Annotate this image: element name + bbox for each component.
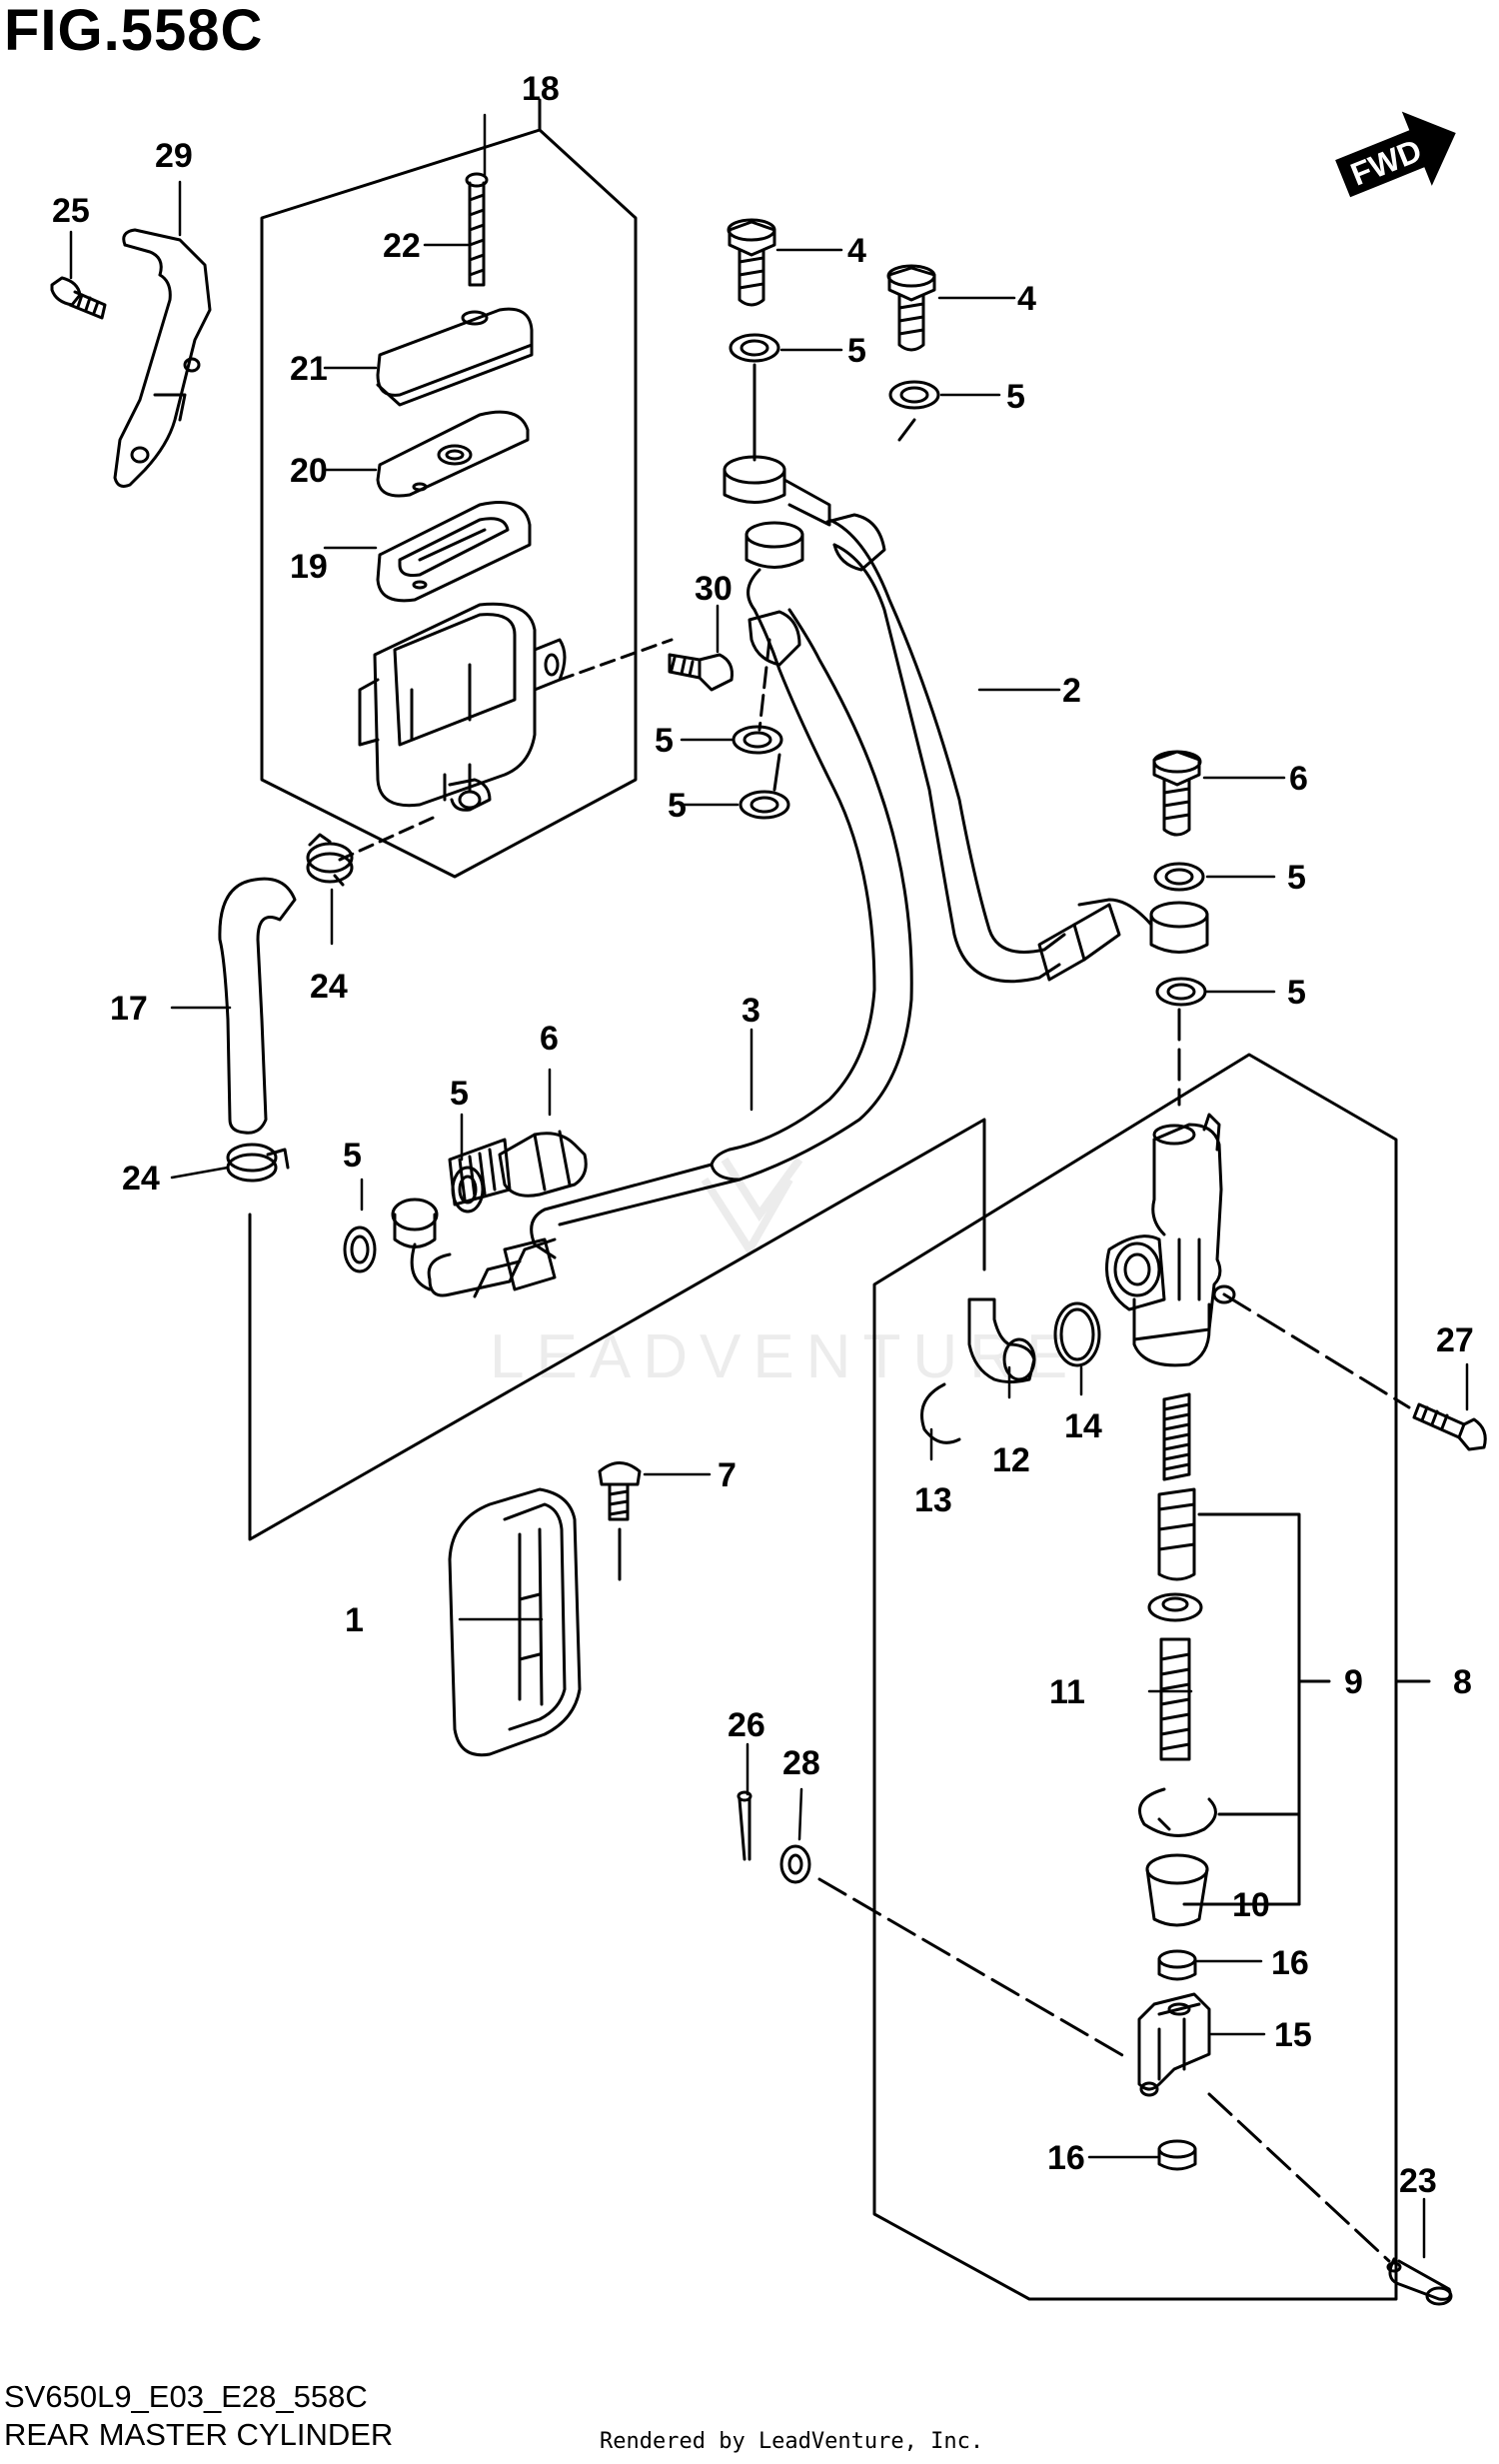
washer-5e [1153,862,1205,892]
master-cylinder-body [1105,1113,1236,1367]
callout-5e: 5 [1287,859,1306,897]
banjo-bolt-4a [727,218,776,307]
push-rod-washer [1147,1592,1203,1622]
render-credit: Rendered by LeadVenture, Inc. [600,2429,984,2454]
callout-24a: 24 [310,968,348,1006]
banjo-fitting-3-top [745,521,804,612]
washer-5h [343,1226,377,1273]
callout-19: 19 [290,548,328,586]
banjo-fitting-2-top [723,455,831,527]
callout-5h: 5 [343,1137,362,1175]
callout-24b: 24 [122,1160,160,1198]
leader-lines [69,113,1469,2259]
callout-5c: 5 [655,722,674,760]
callout-12: 12 [992,1441,1030,1479]
callout-15: 15 [1274,2016,1312,2054]
washer-5b [888,380,940,410]
callout-26: 26 [728,1706,765,1744]
fwd-direction-badge: FWD [1335,111,1456,198]
washer-5a [729,333,780,363]
callout-22: 22 [383,227,421,265]
callout-5f: 5 [1287,974,1306,1012]
diaphragm-19 [376,501,532,603]
callout-4b: 4 [1017,280,1036,318]
callout-9: 9 [1344,1663,1363,1701]
diaphragm-plate-20 [376,410,530,498]
brake-hose-3 [427,608,913,1298]
push-rod-11 [1159,1637,1191,1761]
callout-18: 18 [522,70,560,108]
callout-3: 3 [742,992,760,1030]
watermark: LEADVENTURE [490,1322,1079,1391]
boot-10 [1145,1853,1209,1927]
reservoir-cap-screw-22 [465,172,489,287]
reservoir-body [358,602,567,812]
washer-28 [779,1844,811,1884]
callout-13: 13 [914,1481,952,1519]
callout-28: 28 [782,1744,820,1782]
reservoir-hose-17 [218,877,297,1135]
bolt-27 [1412,1402,1487,1451]
callout-7: 7 [718,1456,737,1494]
callout-16b: 16 [1047,2139,1085,2177]
bolt-25 [50,276,107,320]
reservoir-group-outline [260,128,638,879]
callout-11: 11 [1049,1673,1085,1711]
circlip-13 [920,1382,961,1444]
washer-5c [732,725,783,755]
screw-7 [598,1461,642,1521]
washer-5f [1155,977,1207,1007]
callout-5b: 5 [1006,378,1025,416]
master-cylinder-group-outline [872,1053,1398,2301]
clevis-pin-23 [1386,2257,1453,2306]
hose-clamp-24a [306,833,354,887]
elbow-fitting-12 [967,1297,1036,1383]
clevis-15 [1137,1992,1211,2097]
callout-29: 29 [155,137,193,175]
washer-5d [739,790,790,820]
banjo-fitting-3-bottom [391,1198,439,1291]
callout-30: 30 [695,570,733,608]
cover-1 [448,1487,582,1757]
nut-16b [1157,2139,1197,2171]
hose-clamp-24b [226,1143,290,1183]
union-bolt-6b [448,1130,588,1207]
callout-8: 8 [1453,1663,1472,1701]
bracket-29 [113,228,212,488]
callout-5a: 5 [847,332,866,370]
callout-17: 17 [110,990,148,1028]
o-ring-14 [1053,1301,1101,1367]
brake-hose-2 [825,513,1121,984]
model-code: SV650L9_E03_E28_558C [4,2379,368,2414]
callout-21: 21 [290,350,328,388]
banjo-fitting-2-bottom [1077,898,1209,954]
callout-4a: 4 [847,232,866,270]
watermark-logo [701,1157,803,1257]
callout-23: 23 [1399,2162,1437,2200]
piston-cup [1157,1487,1196,1581]
spring [1162,1392,1191,1481]
callout-27: 27 [1436,1321,1474,1359]
callout-1: 1 [345,1601,364,1639]
callout-6a: 6 [1289,760,1308,798]
callout-2: 2 [1062,672,1081,710]
callout-5d: 5 [668,787,687,825]
snap-ring [1138,1787,1217,1837]
reservoir-cap-21 [376,307,534,407]
bolt-30 [668,653,734,692]
callout-25: 25 [52,192,90,230]
callout-16a: 16 [1271,1944,1309,1982]
callout-20: 20 [290,452,328,490]
callout-6b: 6 [540,1020,559,1058]
callout-5g: 5 [450,1075,469,1113]
callout-10: 10 [1232,1886,1270,1924]
callout-14: 14 [1064,1407,1102,1445]
cotter-pin-26 [737,1790,752,1861]
figure-title: FIG.558C [4,0,264,63]
banjo-bolt-4b [886,264,936,352]
nut-16a [1157,1949,1197,1981]
diagram-caption: REAR MASTER CYLINDER [4,2417,394,2452]
banjo-bolt-6a [1152,750,1202,837]
